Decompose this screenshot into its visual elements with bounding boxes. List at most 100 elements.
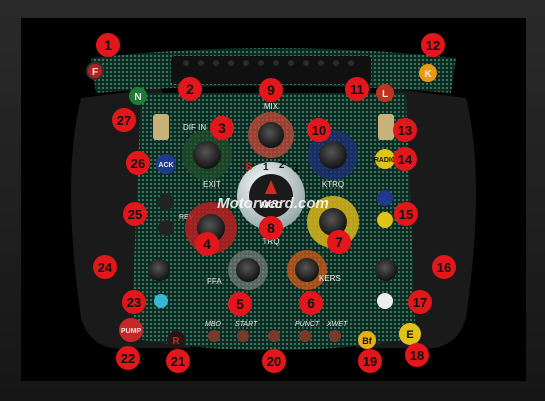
svg-text:4: 4 (203, 236, 211, 252)
central-selector-knob[interactable] (249, 174, 293, 218)
callout-16: 16 (432, 255, 456, 279)
toggle-3-button[interactable] (268, 330, 280, 342)
punct-button[interactable] (299, 330, 311, 342)
center-brand: MCC (261, 200, 282, 210)
l-button[interactable] (376, 84, 394, 102)
center-num-1: 1 (263, 162, 269, 173)
right-upper-button[interactable] (377, 190, 393, 206)
mix-rotary-knob[interactable] (258, 122, 284, 148)
svg-text:12: 12 (426, 38, 440, 53)
svg-text:7: 7 (335, 234, 343, 250)
callout-13: 13 (393, 118, 417, 142)
callout-2: 2 (178, 77, 202, 101)
radio-label: RADIO (374, 157, 397, 164)
left-side-rotary-knob[interactable] (148, 259, 170, 281)
svg-text:27: 27 (117, 113, 131, 128)
shift-lights (183, 60, 354, 66)
svg-text:16: 16 (437, 260, 451, 275)
xwet-button[interactable] (329, 330, 341, 342)
rev-label: REV (179, 214, 194, 221)
cyan-button[interactable] (154, 294, 168, 308)
dif-in-label: DIF IN (183, 123, 206, 132)
callout-22: 22 (116, 346, 140, 370)
kers-label: KERS (319, 274, 341, 283)
callout-11: 11 (345, 77, 369, 101)
ack-label: ACK (158, 162, 173, 169)
callout-26: 26 (126, 151, 150, 175)
svg-text:3: 3 (218, 120, 226, 136)
l-button-label: L (382, 89, 388, 100)
yellow-rotary-knob[interactable] (319, 208, 347, 236)
svg-text:17: 17 (413, 295, 427, 310)
callout-12: 12 (421, 33, 445, 57)
center-num-2: 2 (279, 160, 285, 171)
center-s-label: S (245, 161, 252, 173)
r-button-label: R (172, 336, 180, 347)
svg-text:11: 11 (350, 82, 364, 97)
svg-text:21: 21 (171, 354, 185, 369)
ack-button[interactable] (156, 154, 176, 174)
svg-text:6: 6 (307, 295, 315, 311)
rev-down-button[interactable] (158, 220, 174, 236)
ffa-label: FFA (207, 277, 222, 286)
svg-text:9: 9 (267, 82, 275, 98)
callout-1: 1 (96, 33, 120, 57)
callout-25: 25 (123, 202, 147, 226)
svg-text:25: 25 (128, 207, 142, 222)
ffa-rotary-knob[interactable] (236, 258, 260, 282)
bf-button-label: Bf (362, 336, 372, 346)
mbo-button[interactable] (208, 330, 220, 342)
callout-6: 6 (299, 291, 323, 315)
left-paddle-lever[interactable] (153, 114, 169, 140)
svg-text:24: 24 (98, 260, 113, 275)
callout-15: 15 (394, 202, 418, 226)
callout-27: 27 (112, 108, 136, 132)
svg-text:22: 22 (121, 351, 135, 366)
r-button[interactable] (167, 331, 185, 349)
pump-button[interactable] (119, 318, 143, 342)
radio-button[interactable] (375, 149, 395, 169)
ktrq-rotary-knob[interactable] (319, 141, 347, 169)
callout-17: 17 (408, 290, 432, 314)
right-lower-button[interactable] (377, 212, 393, 228)
right-side-rotary-knob[interactable] (375, 259, 397, 281)
callout-8: 8 (259, 216, 283, 240)
right-paddle-lever[interactable] (378, 114, 394, 140)
f-button-label: F (92, 67, 98, 78)
pump-label: PUMP (121, 328, 142, 335)
xwet-label: XWET (326, 321, 348, 328)
start-button[interactable] (237, 330, 249, 342)
n-button[interactable] (129, 87, 147, 105)
k-button[interactable] (419, 64, 437, 82)
steering-wheel-photo: F N L K ACK RADIO REV DI (21, 18, 526, 381)
center-num-3: 3 (293, 164, 299, 175)
ktrq-label: KTRQ (322, 180, 344, 189)
punct-label: PUNCT (295, 321, 320, 328)
f-button[interactable] (88, 64, 102, 78)
e-button[interactable] (399, 323, 421, 345)
svg-text:14: 14 (398, 152, 413, 167)
svg-text:18: 18 (410, 348, 424, 363)
kers-rotary-knob[interactable] (295, 258, 319, 282)
svg-text:19: 19 (363, 354, 377, 369)
svg-text:26: 26 (131, 156, 145, 171)
steering-wheel-illustration: F N L K ACK RADIO REV DI (71, 33, 476, 373)
callout-24: 24 (93, 255, 117, 279)
start-label: START (235, 321, 258, 328)
svg-text:8: 8 (267, 220, 275, 236)
dif-in-rotary-knob[interactable] (193, 141, 221, 169)
n-button-label: N (134, 92, 141, 103)
mix-label: MIX (264, 102, 279, 111)
callout-7: 7 (327, 230, 351, 254)
e-button-label: E (406, 329, 413, 341)
rev-up-button[interactable] (158, 194, 174, 210)
svg-text:5: 5 (236, 296, 244, 312)
callout-19: 19 (358, 349, 382, 373)
bf-button[interactable] (358, 331, 376, 349)
white-right-button[interactable] (377, 293, 393, 309)
svg-text:20: 20 (267, 354, 281, 369)
callout-18: 18 (405, 343, 429, 367)
exit-label: EXIT (203, 180, 221, 189)
svg-text:13: 13 (398, 123, 412, 138)
